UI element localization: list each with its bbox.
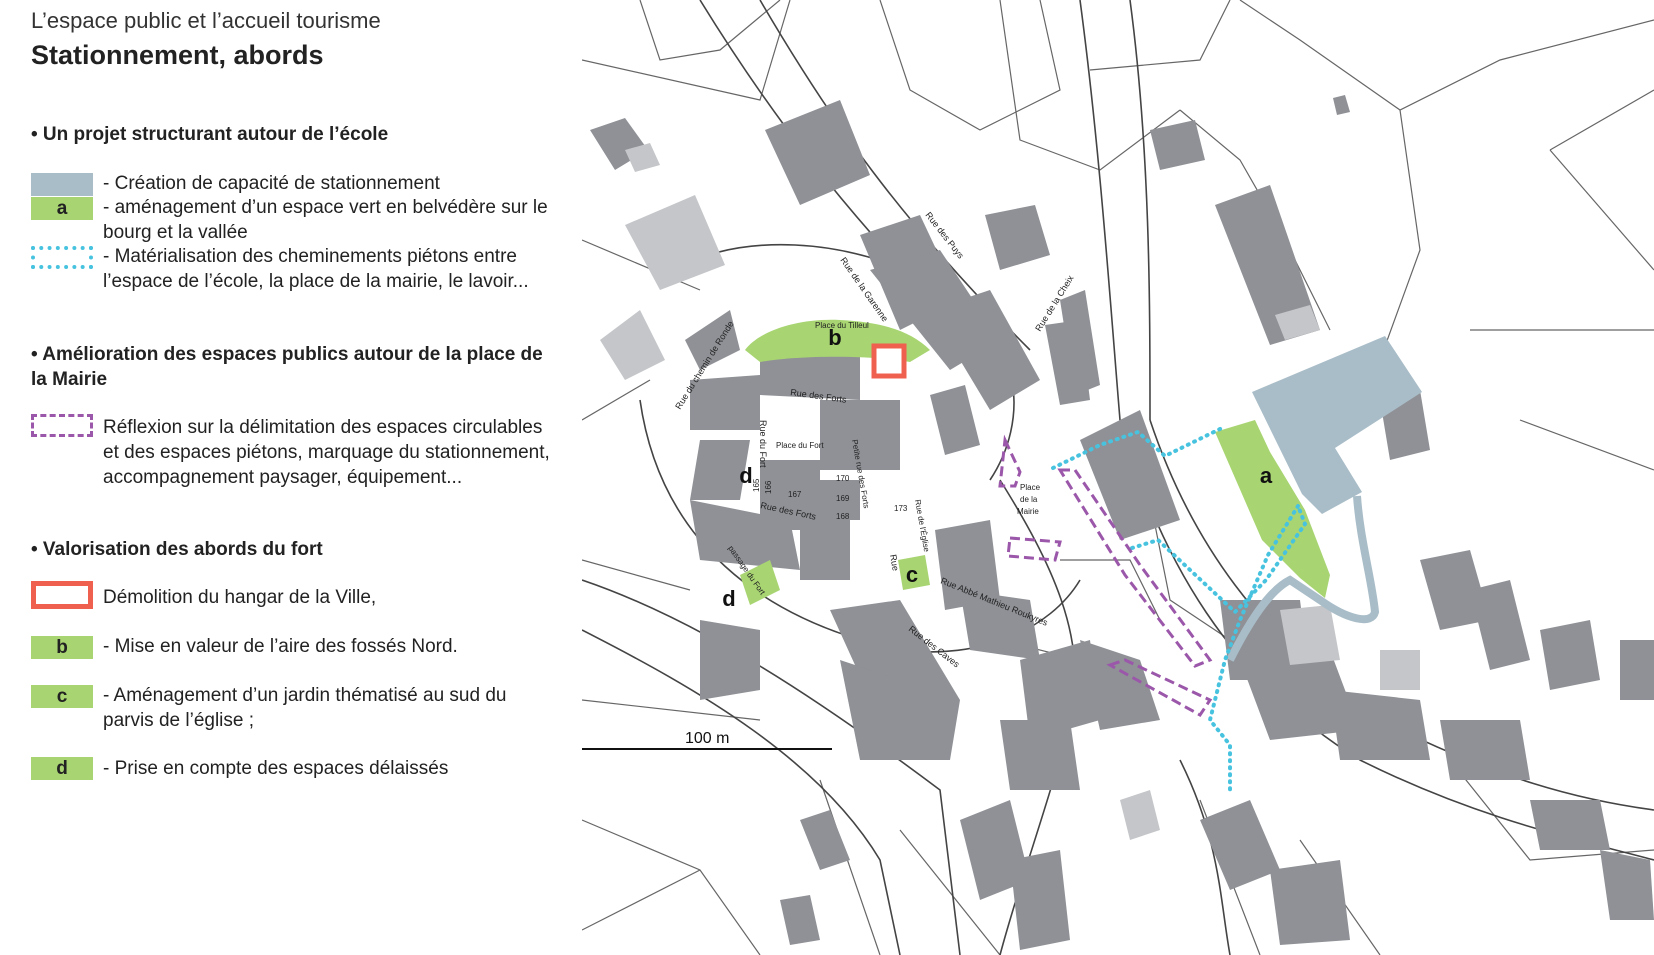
parcel-167: 167: [788, 490, 802, 499]
zone-label-c: c: [906, 562, 918, 587]
green-zone-a: [1215, 420, 1330, 598]
buildings: [590, 95, 1654, 950]
legend-text-c: - Aménagement d’un jardin thématisé au s…: [103, 685, 507, 731]
place-fort: Place du Fort: [776, 441, 824, 450]
street-rue-de-l-eglise: Rue de l'Église: [913, 499, 931, 553]
place-mairie-line2: de la: [1020, 495, 1038, 504]
legend-text-pedestrian: - Matérialisation des cheminements piéto…: [103, 246, 529, 292]
parking-zone: [1252, 336, 1422, 514]
section-heading-fort: • Valorisation des abords du fort: [31, 539, 323, 560]
place-tilleul: Place du Tilleul: [815, 321, 869, 330]
parcel-166: 166: [764, 480, 773, 494]
parcel-numbers: 165 166 167 170 169 168 173: [752, 474, 908, 521]
place-mairie-line1: Place: [1020, 483, 1041, 492]
green-zone-c: [898, 555, 930, 590]
parcel-168: 168: [836, 512, 850, 521]
legend-swatch-b: b: [31, 636, 93, 659]
legend-text-demolition: Démolition du hangar de la Ville,: [103, 587, 377, 608]
zone-label-a: a: [1260, 463, 1273, 488]
parcel-169: 169: [836, 494, 850, 503]
place-labels: Place du Tilleul Place du Fort Place de …: [776, 321, 1041, 516]
legend-swatch-c: c: [31, 685, 93, 708]
zone-label-d1: d: [739, 463, 752, 488]
legend-text-d: - Prise en compte des espaces délaissés: [103, 758, 449, 779]
legend-text-b: - Mise en valeur de l’aire des fossés No…: [103, 636, 458, 657]
street-rue-du-fort: Rue du Fort: [758, 420, 768, 468]
section-heading-ecole: • Un projet structurant autour de l’écol…: [31, 124, 389, 145]
place-mairie-line3: Mairie: [1017, 507, 1039, 516]
village-map: a b c d d Rue des Puys Rue de la Garenne…: [582, 0, 1654, 955]
reflection-zones: [998, 434, 1213, 717]
legend-swatch-reflection: [31, 414, 93, 437]
parcel-170: 170: [836, 474, 850, 483]
legend-swatch-a: a: [31, 197, 93, 220]
legend-swatch-parking: [31, 173, 93, 196]
demolition-marker: [871, 343, 907, 379]
parcel-173: 173: [894, 504, 908, 513]
page-title: Stationnement, abords: [31, 40, 324, 70]
legend-swatch-d: d: [31, 757, 93, 780]
page-subtitle: L’espace public et l’accueil tourisme: [31, 8, 381, 33]
zone-label-b: b: [828, 325, 841, 350]
legend-swatch-pedestrian: [31, 246, 93, 269]
legend-panel: L’espace public et l’accueil tourisme St…: [0, 0, 560, 955]
parking-access-road: [1226, 495, 1380, 662]
pedestrian-paths: [1051, 426, 1308, 792]
legend-text-parking: - Création de capacité de stationnement: [103, 173, 440, 194]
parcel-165: 165: [752, 478, 761, 492]
scale-label: 100 m: [685, 730, 729, 747]
legend-swatch-demolition: [31, 581, 93, 609]
green-zone-d: [740, 560, 780, 605]
buildings-light: [600, 143, 1420, 840]
section-heading-mairie: • Amélioration des espaces publics autou…: [31, 344, 543, 390]
street-rue-pont: Rue: [888, 554, 901, 572]
zone-label-d2: d: [722, 586, 735, 611]
legend-text-a: - aménagement d’un espace vert en belvéd…: [103, 197, 548, 243]
legend-text-reflection: Réflexion sur la délimitation des espace…: [103, 417, 550, 488]
